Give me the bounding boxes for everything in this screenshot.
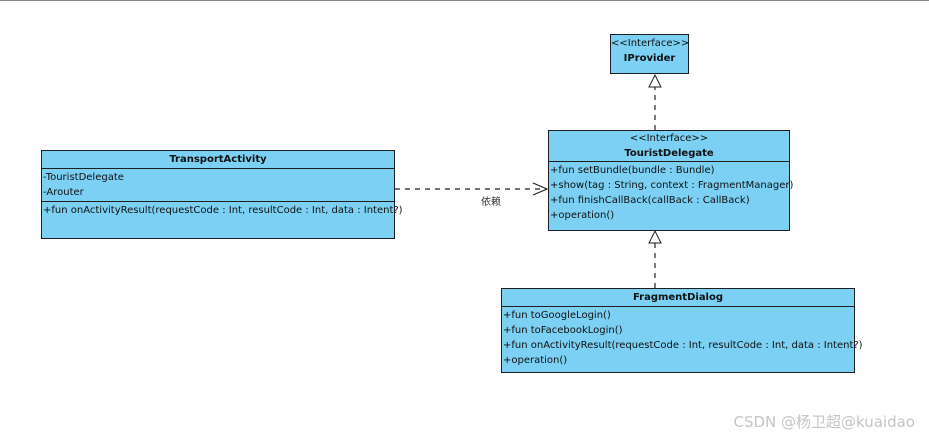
dependency-label: 依赖: [481, 197, 501, 208]
tourist-delegate-header: <<Interface>> TouristDelegate: [549, 131, 789, 162]
iprovider-stereotype: <<Interface>>: [611, 38, 690, 49]
dependency-arrowhead: [532, 182, 549, 196]
operation-row: +fun toFacebookLogin(): [503, 325, 623, 336]
operation-row: +operation(): [550, 210, 615, 221]
realization-arrowhead-iprovider: [648, 73, 662, 88]
operation-row: +operation(): [503, 355, 568, 366]
attribute-row: -TouristDelegate: [43, 172, 124, 183]
fragment-dialog-header: FragmentDialog: [502, 289, 854, 307]
iprovider-name: IProvider: [623, 53, 676, 64]
operation-row: +fun onActivityResult(requestCode : Int,…: [503, 340, 863, 351]
attribute-row: -Arouter: [43, 187, 84, 198]
iprovider-header: <<Interface>> IProvider: [611, 35, 690, 66]
tourist-delegate-interface[interactable]: <<Interface>> TouristDelegate +fun setBu…: [548, 130, 794, 231]
realization-arrowhead-delegate: [648, 229, 662, 244]
fragment-dialog-name: FragmentDialog: [632, 292, 724, 303]
tourist-delegate-name: TouristDelegate: [624, 148, 714, 159]
iprovider-interface[interactable]: <<Interface>> IProvider: [610, 34, 689, 74]
operation-row: +fun toGoogleLogin(): [503, 310, 611, 321]
operation-row: +fun setBundle(bundle : Bundle): [550, 165, 715, 176]
transport-activity-header: TransportActivity: [42, 151, 394, 169]
operation-row: +fun onActivityResult(requestCode : Int,…: [43, 205, 403, 216]
operation-row: +show(tag : String, context : FragmentMa…: [550, 180, 794, 191]
tourist-delegate-stereotype: <<Interface>>: [629, 133, 709, 144]
transport-activity-name: TransportActivity: [169, 154, 267, 165]
watermark: CSDN @杨卫超@kuaidao: [733, 413, 915, 431]
operation-row: +fun finishCallBack(callBack : CallBack): [550, 195, 750, 206]
top-border-line: [0, 0, 929, 1]
tourist-delegate-operations: +fun setBundle(bundle : Bundle) +show(ta…: [549, 162, 794, 223]
transport-activity-attributes: -TouristDelegate -Arouter: [42, 169, 394, 202]
transport-activity-class[interactable]: TransportActivity -TouristDelegate -Arou…: [41, 150, 403, 239]
fragment-dialog-class[interactable]: FragmentDialog +fun toGoogleLogin() +fun…: [501, 288, 863, 373]
transport-activity-operations: +fun onActivityResult(requestCode : Int,…: [42, 202, 403, 218]
fragment-dialog-operations: +fun toGoogleLogin() +fun toFacebookLogi…: [502, 307, 863, 368]
